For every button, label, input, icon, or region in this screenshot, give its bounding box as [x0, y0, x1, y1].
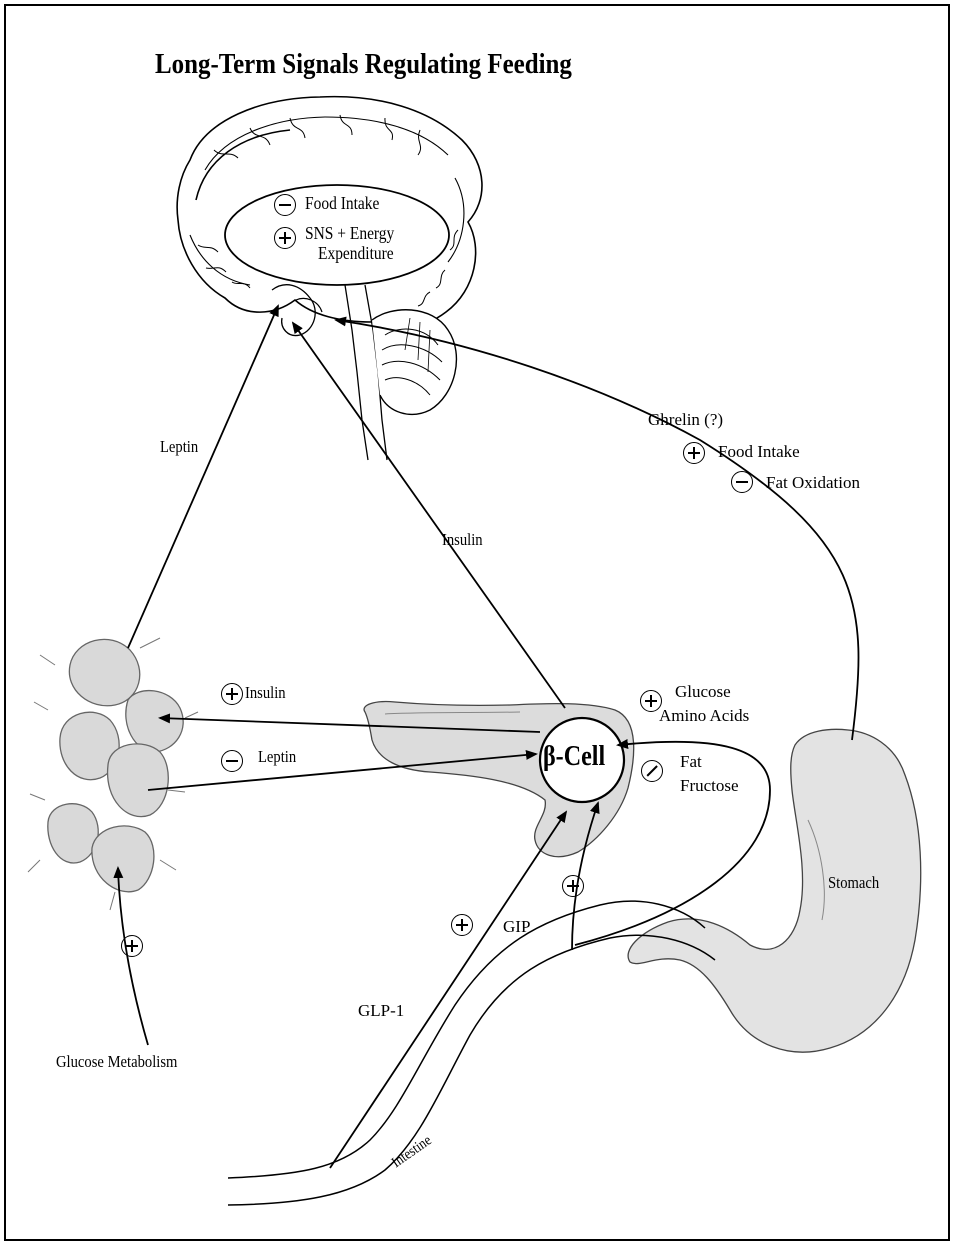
ghrelin-label: Ghrelin (?)	[648, 410, 723, 430]
ghrelin-fat-oxidation-label: Fat Oxidation	[766, 473, 860, 493]
brain-food-intake-label: Food Intake	[305, 193, 379, 214]
glucose-metabolism-plus-icon	[121, 935, 143, 957]
ghrelin-food-intake-label: Food Intake	[718, 442, 800, 462]
leptin-arrow	[128, 306, 278, 648]
food-intake-minus-icon	[274, 194, 296, 216]
glp1-label: GLP-1	[358, 1001, 404, 1021]
amino-acids-label: Amino Acids	[659, 706, 749, 726]
sns-plus-icon	[274, 227, 296, 249]
ghrelin-fat-oxidation-minus-icon	[731, 471, 753, 493]
gip-plus-icon	[562, 875, 584, 897]
adipose-insulin-label: Insulin	[245, 683, 286, 703]
glp1-arrow	[330, 812, 566, 1168]
brain-expenditure-label: Expenditure	[318, 243, 394, 264]
glucose-label: Glucose	[675, 682, 731, 702]
adipose-insulin-plus-icon	[221, 683, 243, 705]
gip-label: GIP	[503, 917, 530, 937]
insulin-label: Insulin	[442, 530, 483, 550]
nutrients-no-effect-icon	[641, 760, 663, 782]
brain-sns-energy-label: SNS + Energy	[305, 223, 394, 244]
glucose-metabolism-label: Glucose Metabolism	[56, 1052, 177, 1072]
fructose-label: Fructose	[680, 776, 739, 796]
adipose-tissue	[28, 638, 198, 910]
adipose-leptin-minus-icon	[221, 750, 243, 772]
diagram-title: Long-Term Signals Regulating Feeding	[155, 48, 572, 81]
ghrelin-food-intake-plus-icon	[683, 442, 705, 464]
stomach-label: Stomach	[828, 873, 879, 893]
brain	[177, 97, 482, 460]
adipose-leptin-label: Leptin	[258, 747, 296, 767]
glp1-plus-icon	[451, 914, 473, 936]
beta-cell-label: β-Cell	[543, 741, 605, 773]
fat-label: Fat	[680, 752, 702, 772]
leptin-label: Leptin	[160, 437, 198, 457]
